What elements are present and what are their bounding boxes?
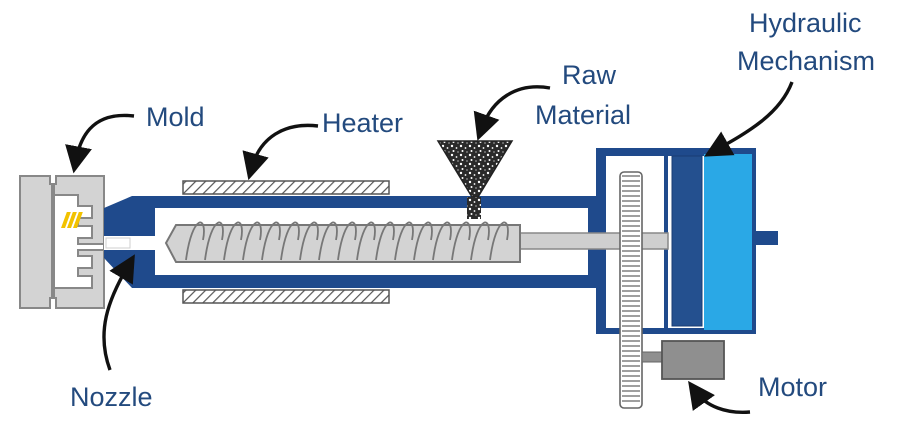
raw-material-label-line2: Material xyxy=(535,100,631,130)
motor-shaft xyxy=(641,351,663,363)
screw-shaft xyxy=(519,232,669,250)
motor xyxy=(641,340,725,380)
motor-label: Motor xyxy=(758,372,827,402)
hydraulic-arrow xyxy=(704,81,794,157)
screw-flight xyxy=(299,221,319,261)
screw-flights xyxy=(185,221,509,261)
piston-rod-end xyxy=(756,231,778,245)
heater-band-top xyxy=(182,180,390,195)
drive-gear xyxy=(619,171,643,409)
screw-flight xyxy=(280,221,300,261)
screw-flight xyxy=(261,221,281,261)
heat-indicator-icon xyxy=(61,212,83,228)
screw-flight xyxy=(489,221,509,261)
screw-body xyxy=(164,224,521,263)
screw-flight xyxy=(204,221,224,261)
hydraulic-label-line1: Hydraulic xyxy=(749,8,862,38)
heater-band-bottom xyxy=(182,289,390,304)
callout-arrows xyxy=(65,81,794,414)
nozzle-label: Nozzle xyxy=(70,382,153,412)
raw-material-label-line1: Raw xyxy=(562,60,617,90)
raw-material-arrow xyxy=(473,85,551,141)
screw-flight xyxy=(318,221,338,261)
hydraulic-label-line2: Mechanism xyxy=(737,46,875,76)
nozzle-arrow xyxy=(102,254,135,371)
raw-material-hopper xyxy=(436,140,514,219)
motor-body xyxy=(661,340,725,380)
heater-label: Heater xyxy=(322,108,403,138)
screw-flight xyxy=(242,221,262,261)
screw-flight xyxy=(356,221,376,261)
labels: Mold Heater Raw Material Hydraulic Mecha… xyxy=(70,8,875,412)
heater-arrow xyxy=(242,123,319,181)
screw-flight xyxy=(432,221,452,261)
screw-flight xyxy=(223,221,243,261)
mold xyxy=(19,175,105,309)
screw-flight xyxy=(470,221,490,261)
screw-flight xyxy=(185,221,205,261)
mold-left-half xyxy=(19,175,53,309)
motor-arrow xyxy=(688,380,751,414)
screw-flight xyxy=(337,221,357,261)
screw-flight xyxy=(394,221,414,261)
screw-flight xyxy=(375,221,395,261)
nozzle-tip xyxy=(105,237,131,249)
mold-arrow xyxy=(65,113,135,174)
screw-flight xyxy=(413,221,433,261)
mold-label: Mold xyxy=(146,102,205,132)
screw-flight xyxy=(451,221,471,261)
